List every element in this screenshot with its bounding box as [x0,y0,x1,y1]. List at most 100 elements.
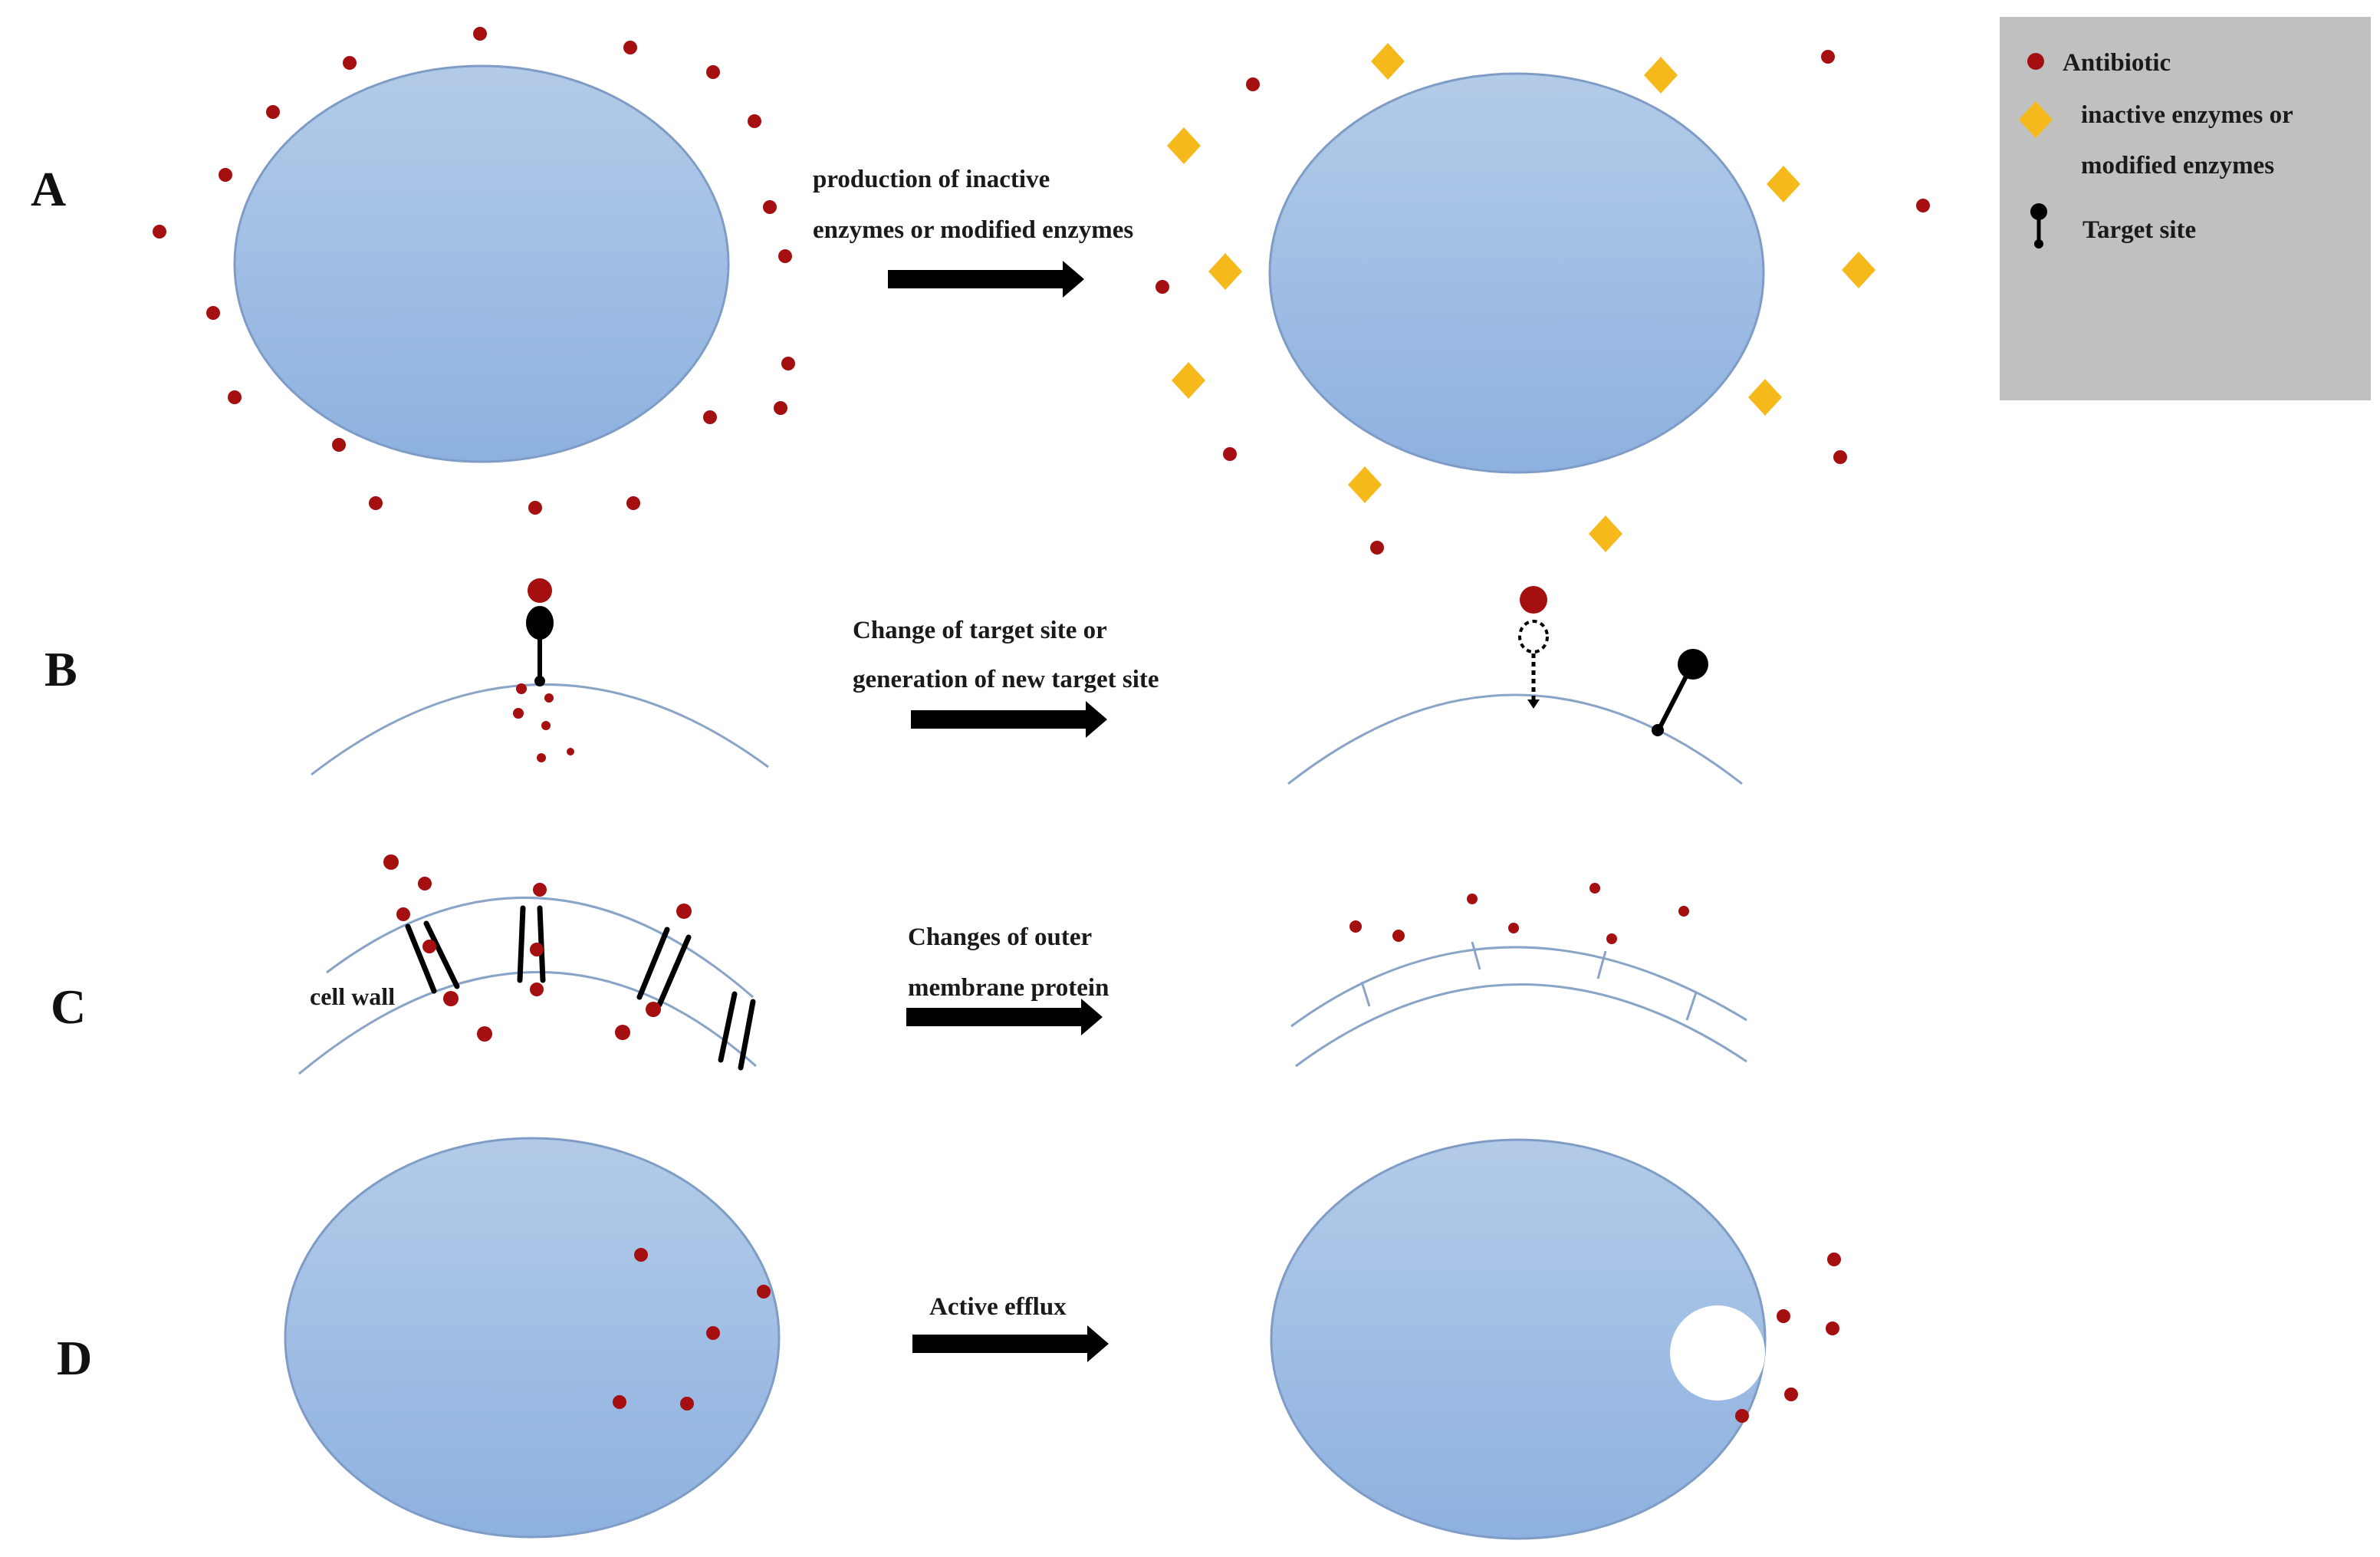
panel-a-step-line1: production of inactive [813,166,1050,193]
panel-d: D Active efflux [57,1137,1841,1540]
porin-channel [405,920,460,994]
enzyme-diamond [1748,379,1782,416]
antibiotic-dot [626,496,640,510]
antibiotic-dot [530,983,544,996]
panel-a-enzymes [1167,43,1875,552]
antibiotic-dot [1370,541,1384,555]
enzyme-diamond [1589,515,1622,552]
closed-porin [1596,950,1607,979]
antibiotic-dot [533,883,547,897]
antibiotic-dot [1784,1387,1798,1401]
enzyme-diamond [1842,252,1875,288]
panel-c-wall-after [1290,941,1747,1068]
antibiotic-dot [757,1285,771,1299]
legend-box [2000,17,2371,400]
antibiotic-dot [544,693,554,703]
antibiotic-dot [1606,933,1617,944]
panel-b-altered-target [1518,586,1549,709]
antibiotic-dot [1735,1409,1749,1423]
panel-a: A production of inactive enzymes or modi… [31,27,1930,555]
antibiotic-dot [774,401,787,415]
panel-d-step-line1: Active efflux [929,1293,1067,1321]
panel-a-antibiotics-before [153,27,795,515]
old-target-site-outline [1518,620,1549,653]
antibiotic-dot [1155,280,1169,294]
efflux-pump-opening [1670,1305,1765,1401]
antibiotic-dot [266,105,280,119]
panel-c-porins [405,905,756,1071]
enzyme-diamond [1208,253,1242,290]
antibiotic-dot [1777,1309,1790,1323]
target-site-anchor [534,676,545,686]
porin-channel [718,991,756,1071]
antibiotic-dot [748,114,761,128]
antibiotic-dot [676,904,692,919]
antibiotic-dot [343,56,357,70]
antibiotic-dot [206,306,220,320]
panel-d-label: D [57,1331,92,1385]
antibiotic-dot [1678,906,1689,917]
panel-b-step-line2: generation of new target site [853,666,1159,693]
panel-c-antibiotics [383,854,692,1042]
panel-b-membrane-after [1287,693,1743,785]
antibiotic-dot [778,249,792,263]
enzyme-diamond [1348,466,1382,503]
panel-c-antibiotics-after [1349,883,1689,944]
antibiotic-dot [646,1002,661,1017]
antibiotic-dot [418,877,432,890]
panel-c-wall-before [298,896,757,1075]
inner-membrane-line [298,970,757,1075]
antibiotic-dot [634,1248,648,1262]
antibiotic-dot [443,991,459,1006]
target-site-head [526,606,554,640]
antibiotic-dot [613,1395,626,1409]
antibiotic-dot [530,943,544,956]
enzyme-diamond [1644,57,1678,94]
panel-d-cell-before [284,1137,781,1539]
legend-target-site-label: Target site [2082,216,2196,244]
antibiotic-dot [528,578,552,603]
antibiotic-dot [1223,447,1237,461]
porin-channel [517,905,546,983]
antibiotic-dot [1508,923,1519,933]
panel-c-cell-wall-label: cell wall [310,983,395,1010]
legend-enzyme-label-line1: inactive enzymes or [2081,101,2293,129]
outer-membrane-line [1290,946,1747,1028]
antibiotic-dot [567,748,574,755]
antibiotic-dot [516,683,527,694]
panel-a-cell-before [233,64,730,463]
antibiotic-dot [153,225,166,239]
antibiotic-dot [781,357,795,370]
antibiotic-dot [1520,586,1547,614]
panel-b-label: B [44,642,77,696]
antibiotic-dot [369,496,383,510]
legend-enzyme-label-line2: modified enzymes [2081,152,2274,179]
antibiotic-dot [1916,199,1930,212]
antibiotic-dot [219,168,232,182]
panel-a-cell-after [1268,72,1765,474]
outer-membrane-line [326,896,754,999]
antibiotic-dot [422,940,436,953]
panel-b-bound-target [526,578,554,686]
panel-c-step-line2: membrane protein [908,974,1109,1002]
antibiotic-dot [615,1025,630,1040]
antibiotic-dot [703,410,717,424]
panel-a-arrow [888,261,1084,298]
antibiotic-dot [1821,50,1835,64]
legend-antibiotic-label: Antibiotic [2063,49,2171,77]
panel-d-antibiotics-inside [613,1248,771,1411]
enzyme-diamond [1767,166,1800,202]
target-site-stem [1657,673,1689,730]
antibiotic-dot [1246,77,1260,91]
target-site-head [1678,649,1708,680]
antibiotic-dot [1349,920,1362,933]
antibiotic-dot [1392,930,1405,942]
antibiotic-dot [541,721,551,730]
panel-b: B Change of target site or generation of… [44,578,1743,785]
antibiotic-dot [537,753,546,762]
antibiotic-dot [477,1026,492,1042]
legend-antibiotic-icon [2027,53,2044,70]
panel-a-label: A [31,162,66,216]
legend: Antibiotic inactive enzymes or modified … [2000,17,2371,400]
enzyme-diamond [1371,43,1405,80]
